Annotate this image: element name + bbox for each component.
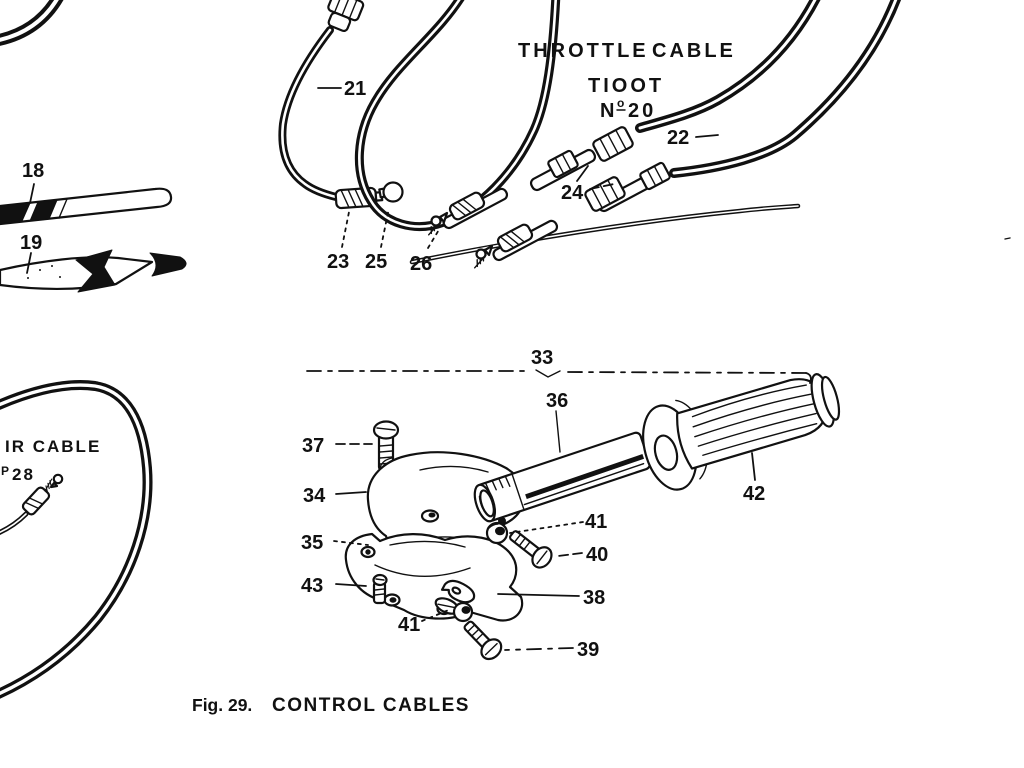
throttle-part-no-number: 20 bbox=[628, 100, 656, 122]
cable-21-adjuster bbox=[327, 0, 365, 33]
part-35-clamp-bottom bbox=[344, 532, 524, 622]
part-41-nut-lower bbox=[452, 601, 474, 623]
throttle-part-no-letter: N bbox=[600, 100, 617, 122]
caption-title: CONTROL CABLES bbox=[272, 695, 470, 716]
callout-labels: 18 19 21 22 24 23 25 26 33 36 37 34 35 4… bbox=[20, 78, 765, 661]
twist-grip-assembly bbox=[344, 373, 841, 661]
throttle-cable-lower bbox=[409, 0, 902, 269]
throttle-part-no-sup: o bbox=[617, 96, 624, 110]
air-cable-part-no: 28 bbox=[12, 465, 35, 484]
callout-24: 24 bbox=[561, 182, 584, 204]
leader-lines bbox=[26, 87, 1011, 651]
callout-26: 26 bbox=[410, 253, 432, 275]
callout-18: 18 bbox=[22, 160, 44, 182]
callout-42: 42 bbox=[743, 483, 765, 505]
air-cable-ferrule bbox=[21, 486, 51, 516]
air-cable-loop: IR CABLE P 28 bbox=[0, 380, 153, 699]
callout-35: 35 bbox=[301, 532, 323, 554]
callout-25: 25 bbox=[365, 251, 387, 273]
cable-21-ball-nipple-25 bbox=[378, 181, 404, 203]
throttle-title-word2: CABLE bbox=[652, 40, 736, 62]
callout-34: 34 bbox=[303, 485, 326, 507]
throttle-cable-upper bbox=[424, 0, 821, 236]
nipple-26 bbox=[430, 211, 449, 227]
callout-41-upper: 41 bbox=[585, 511, 607, 533]
callout-41-lower: 41 bbox=[398, 614, 420, 636]
air-cable-part-no-sup: P bbox=[1, 464, 9, 478]
part-40-screw bbox=[509, 530, 553, 569]
nipple-lower bbox=[475, 244, 494, 260]
part-18-rod bbox=[0, 187, 173, 226]
caption-prefix: Fig. 29. bbox=[192, 695, 252, 715]
callout-39: 39 bbox=[577, 639, 599, 661]
throttle-model: TIOOT bbox=[588, 75, 664, 97]
callout-22: 22 bbox=[667, 127, 689, 149]
callout-38: 38 bbox=[583, 587, 605, 609]
throttle-cable-loop bbox=[354, 0, 561, 231]
clutch-cable-21 bbox=[278, 0, 404, 210]
air-cable-title: IR CABLE bbox=[5, 437, 101, 456]
part-43-grub-screw bbox=[372, 573, 388, 605]
part-36-sleeve bbox=[473, 431, 651, 523]
corner-cable-arc bbox=[0, 0, 64, 46]
callout-36: 36 bbox=[546, 390, 568, 412]
part-39-screw bbox=[463, 620, 503, 661]
callout-40: 40 bbox=[586, 544, 608, 566]
callout-21: 21 bbox=[344, 78, 366, 100]
callout-37: 37 bbox=[302, 435, 324, 457]
callout-43: 43 bbox=[301, 575, 323, 597]
callout-19: 19 bbox=[20, 232, 42, 254]
air-cable-nipple bbox=[49, 473, 64, 489]
throttle-title-word1: THROTTLE bbox=[518, 40, 649, 62]
part-41-nut-upper bbox=[485, 521, 509, 545]
throttle-cable-title-block: THROTTLE CABLE TIOOT N o 20 bbox=[518, 40, 736, 122]
part-19-cable-end bbox=[0, 249, 187, 293]
part-42-grip bbox=[642, 373, 841, 491]
callout-33: 33 bbox=[531, 347, 553, 369]
callout-23: 23 bbox=[327, 251, 349, 273]
figure-caption: Fig. 29. CONTROL CABLES bbox=[192, 695, 470, 716]
